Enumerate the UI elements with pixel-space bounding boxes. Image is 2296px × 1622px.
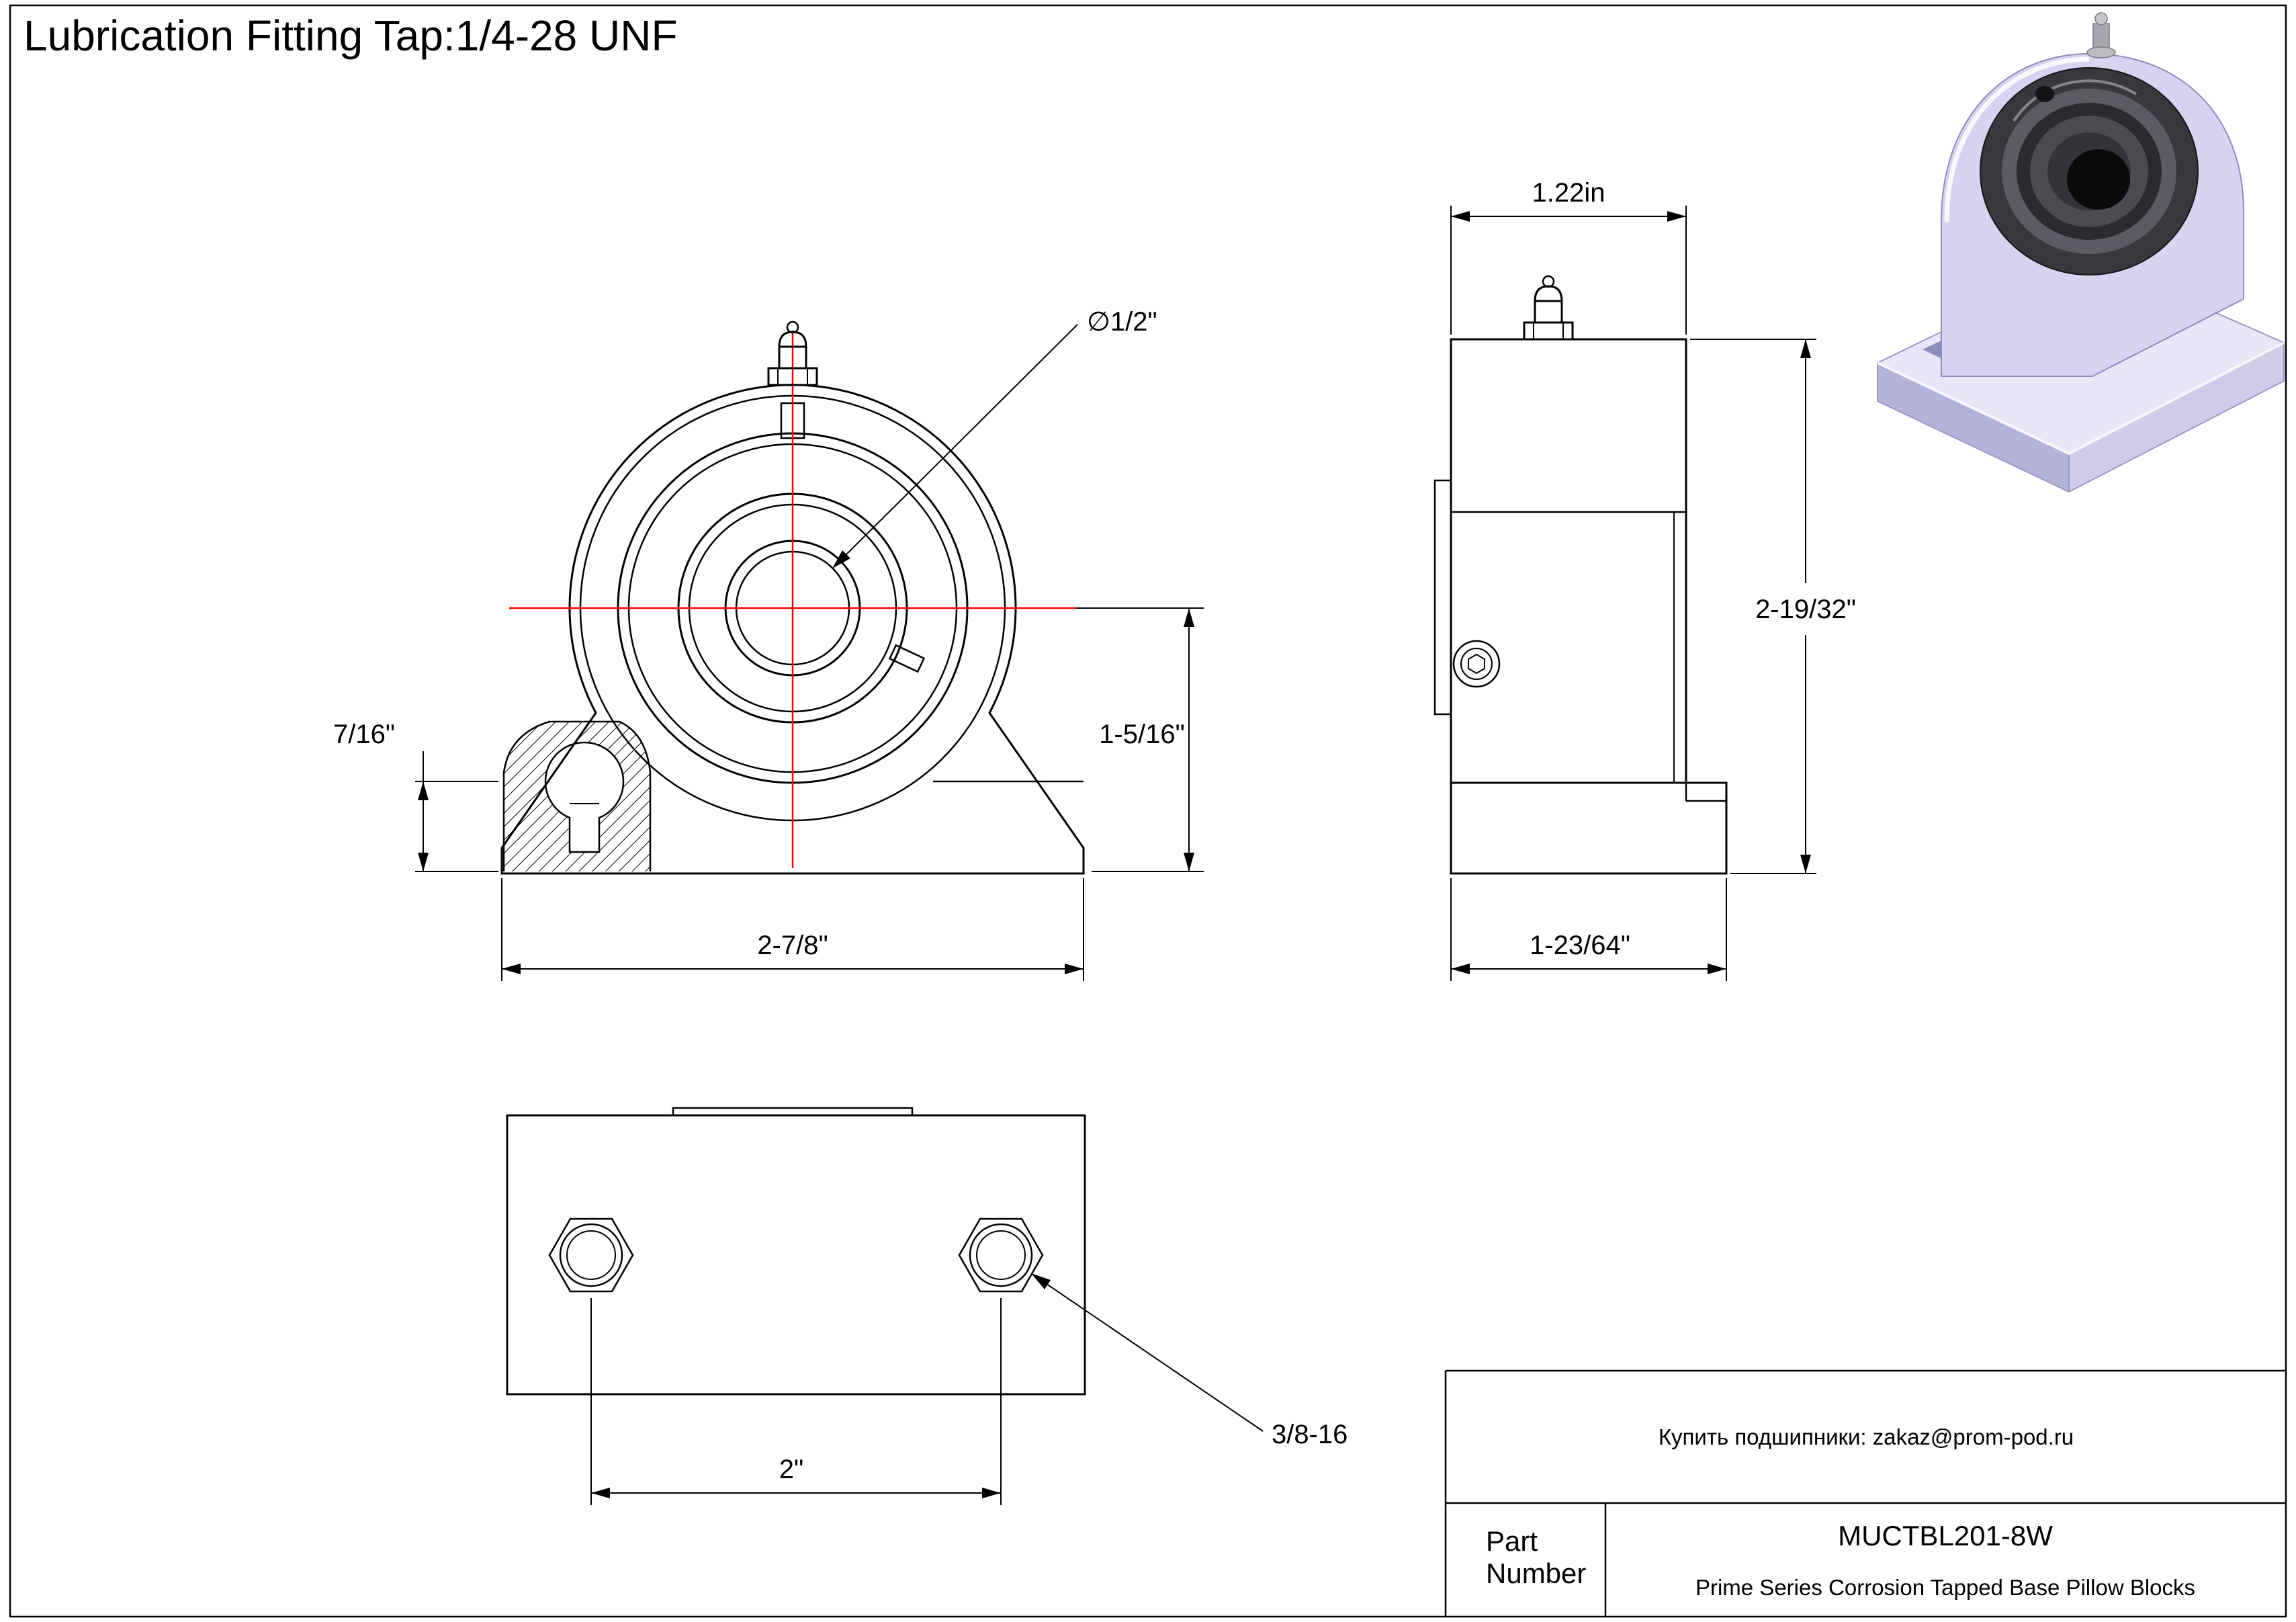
dim-side-depth-label: 1-23/64" [1530,931,1630,960]
dim-bolt-thread-label: 3/8-16 [1272,1420,1348,1449]
dim-side-height: 2-19/32" [1690,339,1856,874]
sheet-border [9,4,2287,1618]
lug-outline [502,720,652,871]
dim-bore-diameter-label: ∅1/2" [1087,307,1157,337]
bottom-view [506,1107,1086,1396]
side-view [1433,275,1728,875]
dim-center-height-label: 1-5/16" [1099,720,1185,749]
title-block-contact: Купить подшипники: zakaz@prom-pod.ru [1659,1424,2074,1449]
side-base [1450,781,1728,875]
bolt-hole-left [548,1218,634,1293]
dim-bolt-thread: 3/8-16 [1031,1273,1348,1449]
dim-center-height: 1-5/16" [1076,607,1204,872]
title-block [1444,1369,2286,1617]
dim-side-height-label: 2-19/32" [1755,595,1856,624]
dim-side-width-label: 1.22in [1532,178,1605,208]
part-number-label-line2: Number [1486,1557,1586,1589]
iso-bore [2067,149,2130,210]
bottom-pad [672,1107,914,1117]
dim-base-width: 2-7/8" [501,878,1084,981]
dim-side-width: 1.22in [1450,178,1687,335]
lug-hatch [504,722,650,871]
iso-bearing [1980,67,2199,275]
front-view [500,321,1085,875]
grease-fitting-side [1523,275,1574,341]
side-setscrew [1452,640,1501,688]
part-description: Prime Series Corrosion Tapped Base Pillo… [1695,1575,2195,1600]
grease-fitting-front [767,321,818,386]
dim-lug-height-label: 7/16" [333,720,395,749]
side-lug [1433,479,1452,716]
base-bolt-counterbore [544,741,625,853]
dim-bore-diameter: ∅1/2" [832,307,1157,568]
iso-setscrew [2035,86,2054,102]
housing-outline [500,384,1085,875]
setscrew-land [888,644,926,673]
iso-grease-fitting [2086,12,2116,58]
dim-bolt-spacing-label: 2" [779,1455,803,1484]
socket-hex [1468,653,1485,675]
dim-side-depth: 1-23/64" [1450,878,1727,981]
dim-base-width-label: 2-7/8" [757,931,828,960]
part-number-label-line1: Part [1486,1525,1538,1557]
dim-lug-height: 7/16" [333,720,498,872]
dim-bolt-spacing: 2" [590,1298,1002,1505]
bolt-hole-right [958,1218,1044,1293]
part-number-value: MUCTBL201-8W [1838,1520,2053,1551]
isometric-view [1877,12,2285,493]
page-title: Lubrication Fitting Tap:1/4-28 UNF [24,11,678,60]
